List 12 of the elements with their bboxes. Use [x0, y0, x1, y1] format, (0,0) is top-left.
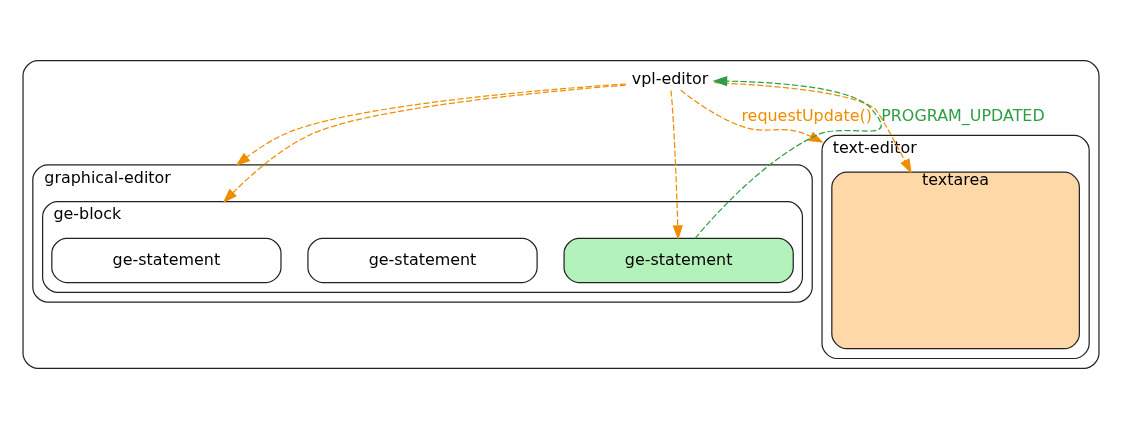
node-box: textarea — [831, 171, 1080, 349]
arrow — [235, 82, 627, 166]
node-box: ge-statement — [51, 237, 282, 283]
arrow — [222, 84, 627, 203]
node-box: ge-statement — [563, 237, 794, 283]
node-box: ge-statement — [307, 237, 538, 283]
arrow — [670, 89, 683, 240]
edge-label: PROGRAM_UPDATED — [881, 105, 1045, 125]
edge-label: requestUpdate() — [741, 105, 873, 125]
arrow — [680, 89, 824, 143]
arrow — [694, 75, 882, 239]
arrow — [713, 81, 912, 174]
